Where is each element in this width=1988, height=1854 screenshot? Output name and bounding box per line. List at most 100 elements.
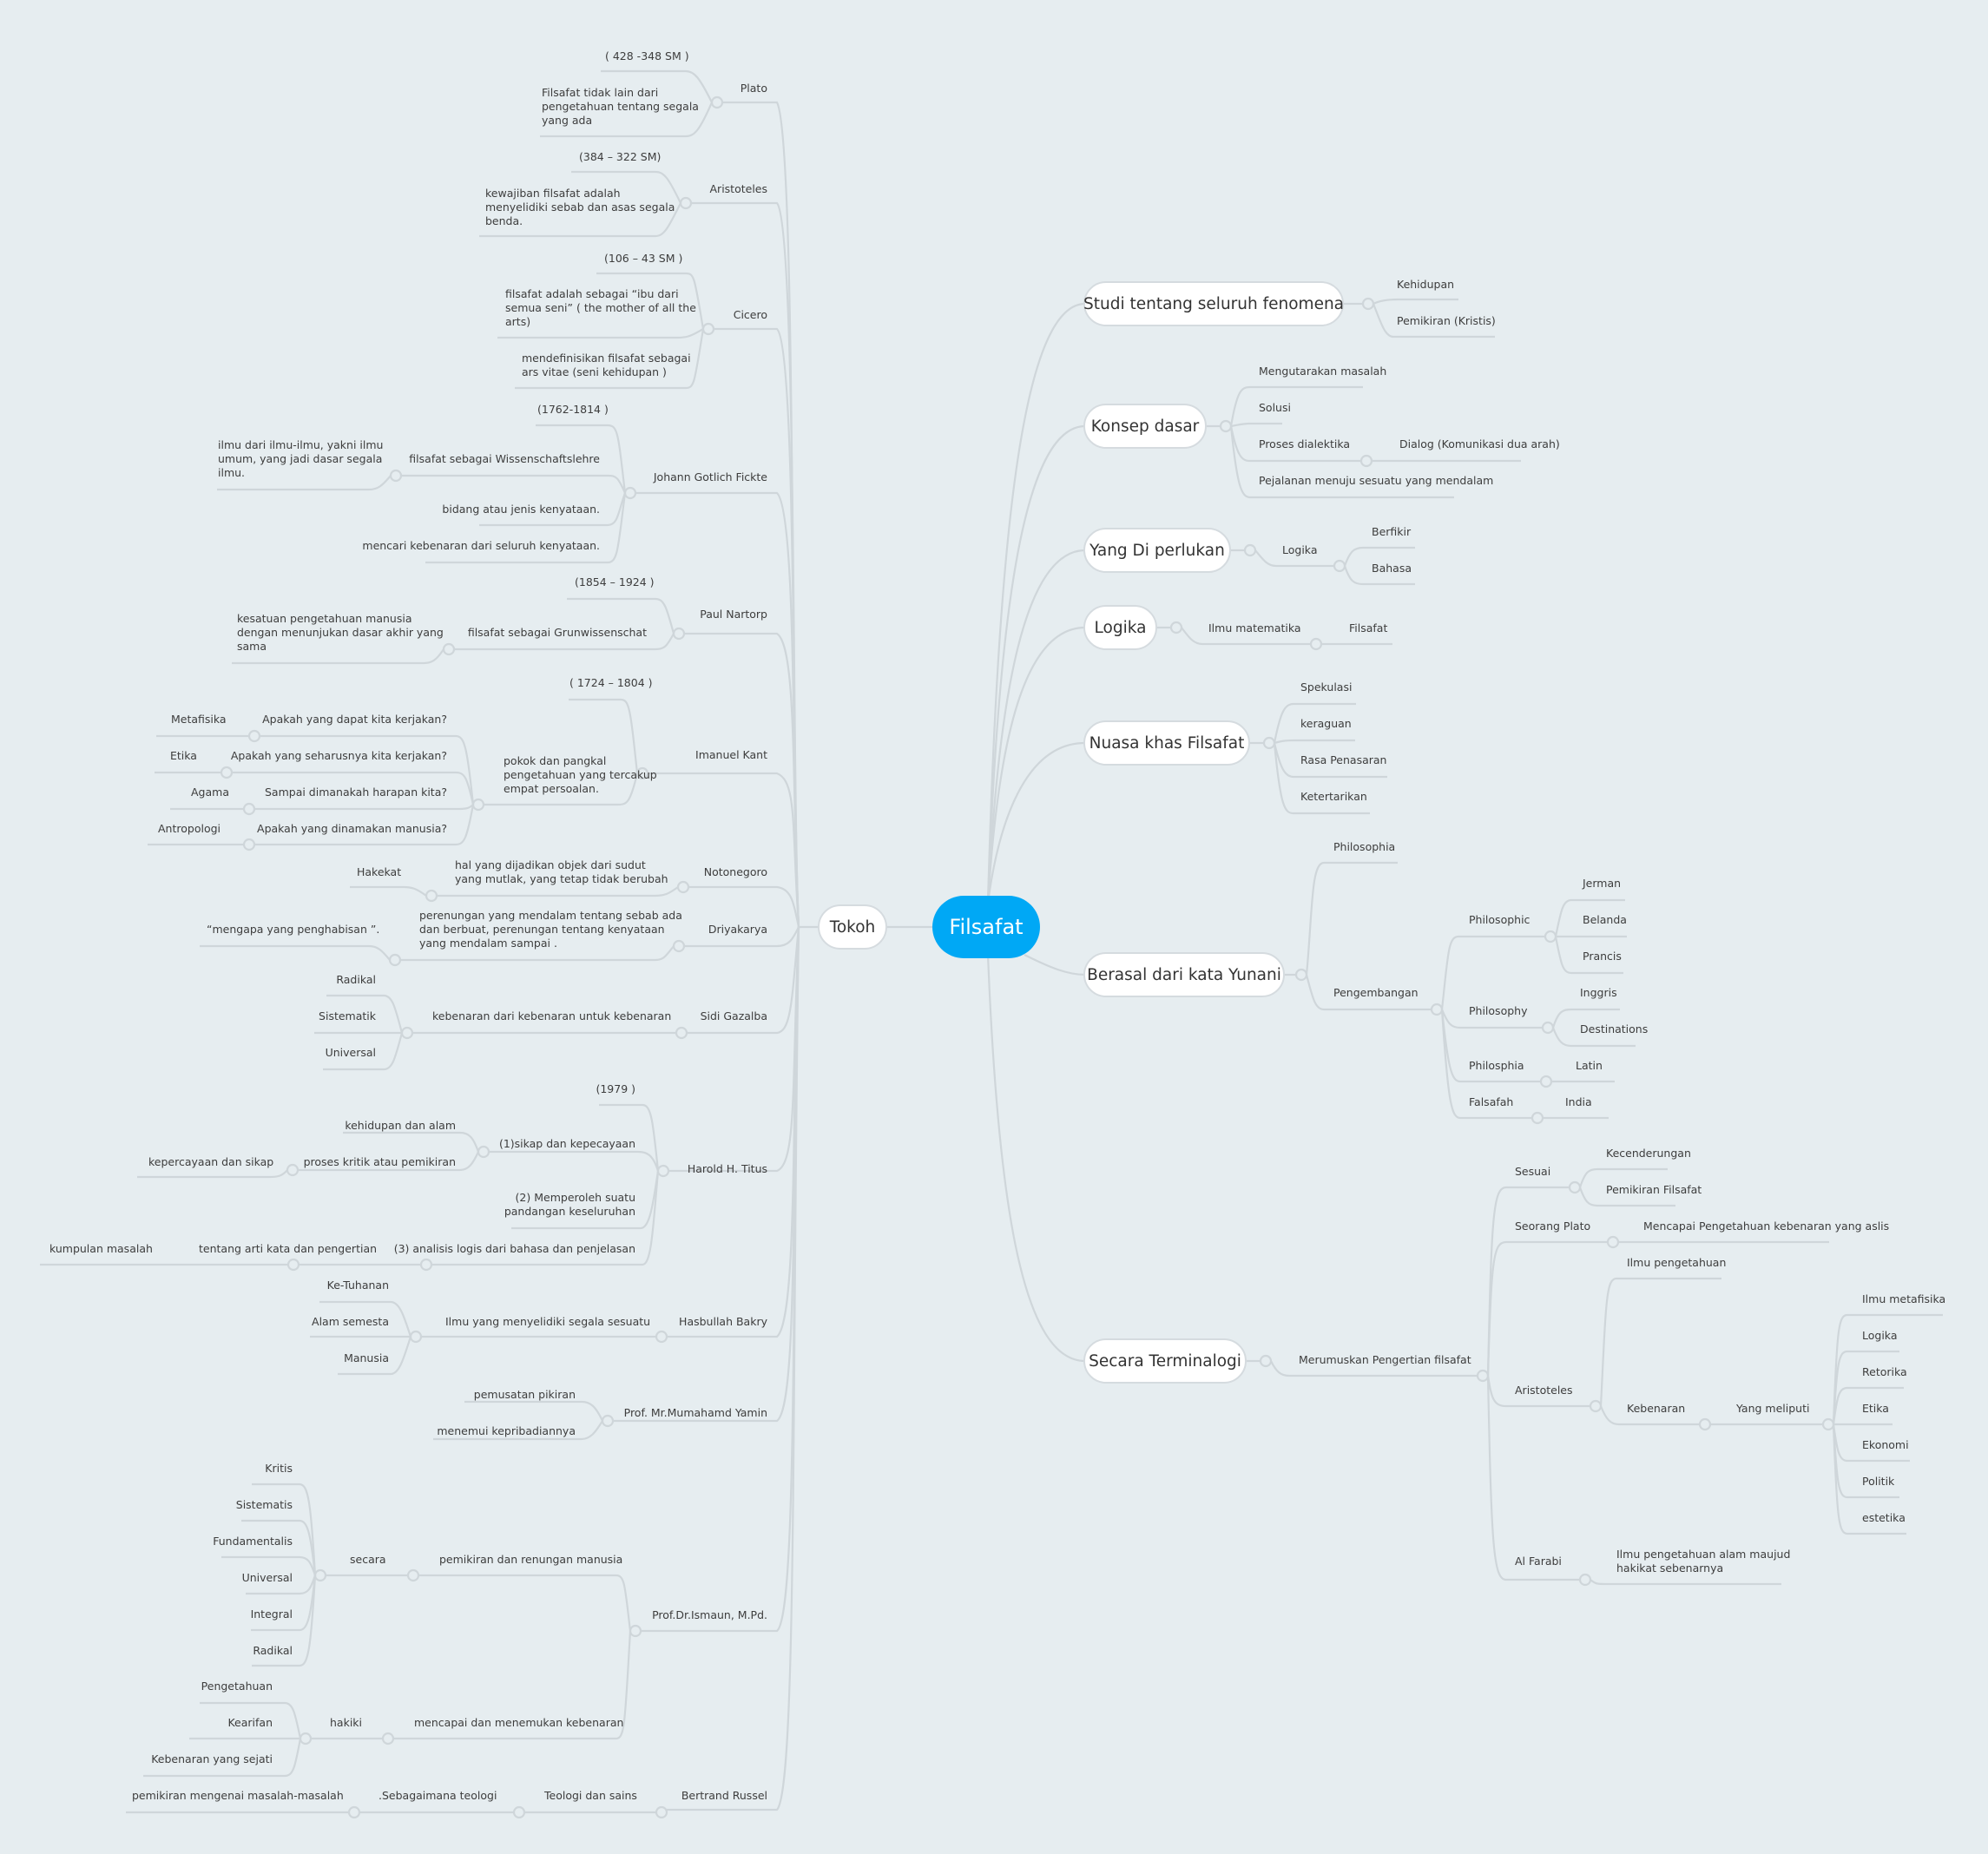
titus-item-1: (1)sikap dan kepecayaan: [498, 1137, 635, 1150]
rumus-kecenderungan: Kecenderungan: [1606, 1147, 1691, 1160]
figure-cicero[interactable]: Cicero: [733, 308, 767, 321]
titus-sub1-b: proses kritik atau pemikiran: [303, 1155, 456, 1168]
ismaun-secara-4: Universal: [241, 1571, 293, 1584]
rumus-seorang-plato: Seorang Plato: [1515, 1220, 1591, 1233]
meliputi-3: Retorika: [1862, 1365, 1907, 1378]
aristoteles-years: (384 – 322 SM): [579, 150, 662, 163]
kant-question-4: Apakah yang dinamakan manusia?: [257, 822, 447, 835]
peng-inggris: Inggris: [1580, 986, 1617, 999]
rumus-plato-child: Mencapai Pengetahuan kebenaran yang asli…: [1643, 1220, 1890, 1233]
nartorp-years: (1854 – 1924 ): [575, 575, 655, 588]
kant-answer-4: Antropologi: [158, 822, 221, 835]
titus-sub3-detail: kumpulan masalah: [49, 1242, 153, 1255]
ismaun-secara-5: Integral: [250, 1607, 293, 1621]
plato-definition: Filsafat tidak lain dari pengetahuan ten…: [542, 86, 699, 127]
meliputi-4: Etika: [1862, 1402, 1889, 1415]
figure-hasbullah-bakry[interactable]: Hasbullah Bakry: [679, 1315, 767, 1328]
figure-bertrand-russel[interactable]: Bertrand Russel: [681, 1789, 767, 1802]
root-node-filsafat[interactable]: Filsafat: [932, 896, 1040, 958]
node-berasal-yunani[interactable]: Berasal dari kata Yunani: [1083, 952, 1285, 997]
peng-india: India: [1565, 1095, 1592, 1108]
kant-answer-1: Metafisika: [171, 713, 227, 726]
fickte-item-2: bidang atau jenis kenyataan.: [442, 503, 600, 516]
russel-item-3: pemikiran mengenai masalah-masalah: [132, 1789, 344, 1802]
titus-sub3: tentang arti kata dan pengertian: [199, 1242, 378, 1255]
nartorp-item-1: filsafat sebagai Grunwissenschat: [467, 626, 647, 639]
konsep-dialog: Dialog (Komunikasi dua arah): [1399, 437, 1560, 450]
figure-sidi-gazalba[interactable]: Sidi Gazalba: [700, 1009, 767, 1022]
ismaun-hakiki-1: Pengetahuan: [201, 1680, 273, 1693]
studi-child-1: Kehidupan: [1397, 278, 1455, 291]
peng-philosophic: Philosophic: [1469, 913, 1530, 926]
nuasa-child-2: keraguan: [1300, 717, 1352, 730]
notonegoro-hakekat: Hakekat: [357, 865, 402, 878]
nuasa-child-3: Rasa Penasaran: [1300, 753, 1387, 766]
node-secara-terminalogi[interactable]: Secara Terminalogi: [1083, 1338, 1247, 1384]
sidi-sub-1: Radikal: [336, 973, 376, 986]
peng-jerman: Jerman: [1583, 877, 1622, 890]
yamin-item-1: pemusatan pikiran: [473, 1388, 576, 1401]
yamin-item-2: menemui kepribadiannya: [437, 1424, 576, 1437]
node-nuasa-khas[interactable]: Nuasa khas Filsafat: [1083, 720, 1250, 766]
diperlukan-bahasa: Bahasa: [1372, 562, 1412, 575]
titus-item-3: (3) analisis logis dari bahasa dan penje…: [393, 1242, 635, 1255]
driyakarya-detail: “mengapa yang penghabisan ”.: [207, 923, 380, 936]
ismaun-hakiki: hakiki: [330, 1716, 363, 1729]
meliputi-1: Ilmu metafisika: [1862, 1292, 1946, 1305]
berasal-philosophia: Philosophia: [1333, 840, 1396, 853]
figure-plato[interactable]: Plato: [740, 82, 767, 95]
cicero-definition-1: filsafat adalah sebagai “ibu dari semua …: [505, 287, 696, 328]
hasbullah-sub-1: Ke-Tuhanan: [326, 1279, 389, 1292]
peng-belanda: Belanda: [1583, 913, 1627, 926]
meliputi-6: Politik: [1862, 1475, 1895, 1488]
peng-prancis: Prancis: [1583, 950, 1622, 963]
kant-item-1: pokok dan pangkal pengetahuan yang terca…: [504, 754, 657, 795]
node-studi-fenomena[interactable]: Studi tentang seluruh fenomena: [1083, 281, 1344, 326]
ismaun-item-1: pemikiran dan renungan manusia: [439, 1553, 623, 1566]
fickte-years: (1762-1814 ): [537, 403, 609, 416]
nartorp-item-1-detail: kesatuan pengetahuan manusia dengan menu…: [237, 612, 444, 653]
ismaun-secara-2: Sistematis: [235, 1498, 293, 1511]
figure-fickte[interactable]: Johann Gotlich Fickte: [653, 470, 767, 483]
node-yang-diperlukan[interactable]: Yang Di perlukan: [1083, 528, 1231, 573]
figure-kant[interactable]: Imanuel Kant: [695, 748, 767, 761]
sidi-item-1: kebenaran dari kebenaran untuk kebenaran: [432, 1009, 672, 1022]
figure-harold-titus[interactable]: Harold H. Titus: [687, 1162, 767, 1175]
meliputi-7: estetika: [1862, 1511, 1906, 1524]
konsep-child-1: Mengutarakan masalah: [1259, 365, 1387, 378]
figure-aristoteles[interactable]: Aristoteles: [709, 182, 768, 195]
titus-sub1-a: kehidupan dan alam: [345, 1119, 456, 1132]
kant-years: ( 1724 – 1804 ): [569, 676, 653, 689]
peng-latin: Latin: [1576, 1059, 1603, 1072]
hasbullah-sub-2: Alam semesta: [312, 1315, 389, 1328]
ismaun-hakiki-2: Kearifan: [227, 1716, 273, 1729]
figure-driyakarya[interactable]: Driyakarya: [708, 923, 767, 936]
rumus-pemikiran: Pemikiran Filsafat: [1606, 1183, 1702, 1196]
fickte-item-1: filsafat sebagai Wissenschaftslehre: [409, 452, 600, 465]
node-konsep-dasar[interactable]: Konsep dasar: [1083, 404, 1207, 449]
meliputi-5: Ekonomi: [1862, 1438, 1909, 1451]
diperlukan-logika: Logika: [1282, 543, 1318, 556]
figure-ismaun[interactable]: Prof.Dr.Ismaun, M.Pd.: [652, 1608, 767, 1621]
aristoteles-definition: kewajiban filsafat adalah menyelidiki se…: [485, 187, 675, 227]
logika-child-1: Ilmu matematika: [1208, 621, 1301, 634]
sidi-sub-3: Universal: [325, 1046, 376, 1059]
kant-question-3: Sampai dimanakah harapan kita?: [265, 786, 447, 799]
logika-filsafat: Filsafat: [1349, 621, 1388, 634]
nuasa-child-1: Spekulasi: [1300, 680, 1353, 694]
figure-yamin[interactable]: Prof. Mr.Mumahamd Yamin: [623, 1406, 767, 1419]
diperlukan-berfikir: Berfikir: [1372, 525, 1412, 538]
berasal-pengembangan: Pengembangan: [1333, 986, 1419, 999]
figure-notonegoro[interactable]: Notonegoro: [703, 865, 767, 878]
rumus-sesuai: Sesuai: [1515, 1165, 1551, 1178]
peng-philosphia: Philosphia: [1469, 1059, 1524, 1072]
nuasa-child-4: Ketertarikan: [1300, 790, 1367, 803]
figure-nartorp[interactable]: Paul Nartorp: [700, 608, 767, 621]
cicero-definition-2: mendefinisikan filsafat sebagai ars vita…: [522, 352, 691, 378]
root-label: Filsafat: [949, 915, 1024, 939]
node-tokoh[interactable]: Tokoh: [818, 904, 887, 950]
node-logika[interactable]: Logika: [1083, 605, 1157, 650]
rumus-al-farabi-child: Ilmu pengetahuan alam maujud hakikat seb…: [1616, 1548, 1791, 1575]
kant-question-2: Apakah yang seharusnya kita kerjakan?: [230, 749, 447, 762]
